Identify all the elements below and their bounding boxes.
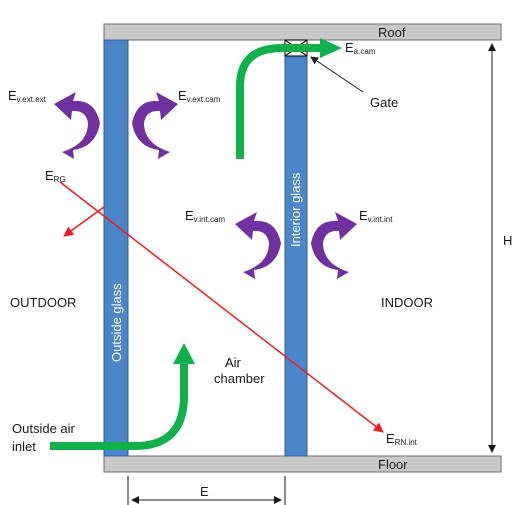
indoor-label: INDOOR	[381, 295, 433, 310]
label-e-rg: ERG	[45, 168, 66, 184]
label-e-v-ext-ext: Ev.ext.ext	[8, 88, 47, 104]
convection-int-int-arrow	[311, 212, 357, 243]
gate-label: Gate	[370, 95, 398, 110]
interior-glass	[284, 55, 308, 457]
label-e-v-int-cam: Ev.int.cam	[185, 208, 225, 224]
roof-slab	[103, 23, 502, 41]
radiation-reflected-line	[63, 206, 105, 237]
outdoor-label: OUTDOOR	[10, 295, 76, 310]
air-chamber-label-line1: Air	[225, 355, 242, 370]
roof-label: Roof	[378, 25, 406, 40]
convection-ext-ext-lower	[62, 123, 100, 159]
convection-int-cam-arrow	[235, 212, 281, 243]
convection-ext-cam-lower	[132, 123, 170, 159]
height-label: H	[503, 233, 512, 248]
outside-air-inlet-head	[173, 343, 195, 364]
air-chamber-label-line2: chamber	[214, 371, 265, 386]
outside-glass	[103, 39, 129, 457]
outside-air-label-line1: Outside air	[12, 421, 76, 436]
outside-glass-label: Outside glass	[109, 283, 124, 362]
convection-int-int-lower	[311, 243, 349, 279]
chamber-outlet-flow-head	[320, 38, 342, 58]
floor-label: Floor	[378, 457, 408, 472]
label-e-a-cam: Ea.cam	[345, 40, 376, 56]
radiation-through-facade-line	[59, 181, 384, 433]
convection-ext-ext-arrow	[54, 92, 100, 123]
floor-slab	[103, 455, 502, 473]
convection-int-cam-lower	[243, 243, 281, 279]
label-e-v-ext-cam: Ev.ext.cam	[178, 88, 221, 104]
chamber-outlet-flow-arrow	[236, 44, 322, 159]
convection-ext-cam-arrow	[132, 92, 178, 123]
interior-glass-label: Interior glass	[288, 172, 303, 247]
outside-air-inlet-arrow	[50, 362, 188, 450]
outside-air-label-line2: inlet	[12, 439, 36, 454]
width-label: E	[200, 484, 209, 499]
gate-pointer	[310, 56, 364, 93]
label-e-v-int-int: Ev.int.int	[359, 208, 393, 224]
label-e-rn-int: ERN.int	[386, 431, 418, 447]
